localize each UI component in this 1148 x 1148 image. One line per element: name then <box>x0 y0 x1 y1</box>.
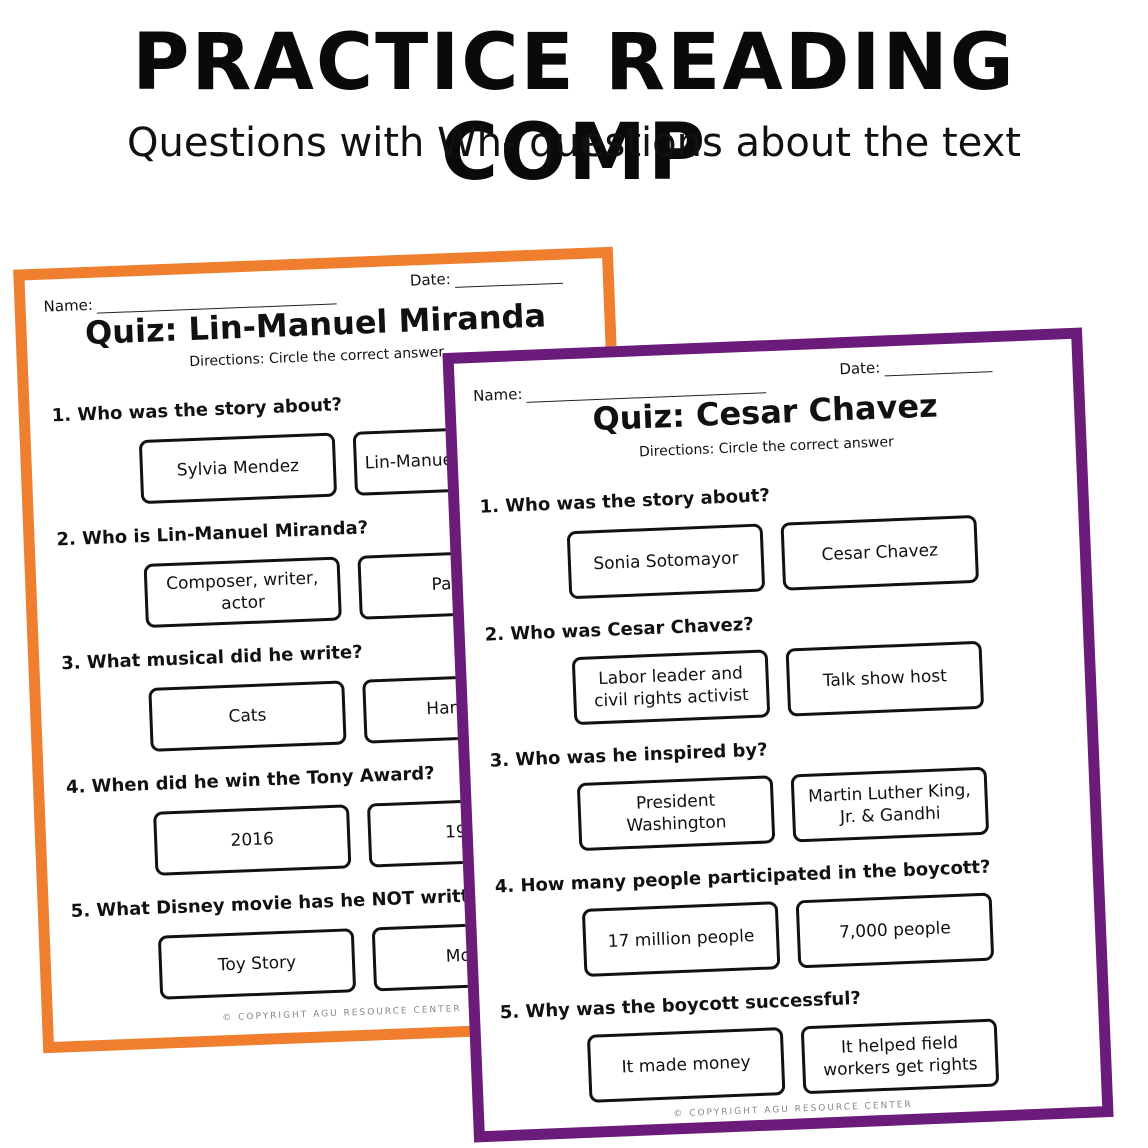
answer-option[interactable]: Sonia Sotomayor <box>566 523 766 600</box>
answer-option[interactable]: Cats <box>148 680 347 752</box>
question-1: 1. Who was the story about? <box>479 485 771 518</box>
date-field: Date: <box>409 266 564 290</box>
page-subheadline: Questions with Wh- questions about the t… <box>127 120 1021 166</box>
answer-option[interactable]: Martin Luther King, Jr. & Gandhi <box>790 766 990 843</box>
question-3: 3. Who was he inspired by? <box>489 739 769 772</box>
question-2: 2. Who is Lin-Manuel Miranda? <box>56 517 369 551</box>
question-1: 1. Who was the story about? <box>51 394 343 427</box>
answer-option[interactable]: 7,000 people <box>795 892 995 969</box>
answer-option[interactable]: Cesar Chavez <box>780 514 980 591</box>
answer-option[interactable]: President Washington <box>576 775 776 852</box>
date-label: Date: <box>409 270 452 290</box>
answer-option[interactable]: Labor leader and civil rights activist <box>571 649 771 726</box>
date-line <box>454 270 564 288</box>
quiz-sheet-cesar-chavez: Name: Date: Quiz: Cesar Chavez Direction… <box>442 327 1114 1143</box>
name-label: Name: <box>43 295 94 316</box>
answer-option[interactable]: 2016 <box>153 804 352 876</box>
question-4: 4. When did he win the Tony Award? <box>65 763 436 799</box>
answer-option[interactable]: Toy Story <box>157 928 357 1000</box>
answer-option[interactable]: It helped field workers get rights <box>800 1018 1000 1095</box>
answer-option[interactable]: Sylvia Mendez <box>138 432 338 505</box>
question-3: 3. What musical did he write? <box>60 641 363 675</box>
date-label: Date: <box>839 358 881 379</box>
answer-option[interactable]: Talk show host <box>785 640 985 717</box>
answer-option[interactable]: It made money <box>586 1027 786 1103</box>
date-field: Date: <box>839 354 993 378</box>
question-4: 4. How many people participated in the b… <box>494 856 991 898</box>
copyright-note: © COPYRIGHT AGU RESOURCE CENTER <box>673 1099 913 1120</box>
page-headline: PRACTICE READING COMP <box>132 18 1016 198</box>
date-line <box>884 359 993 377</box>
question-2: 2. Who was Cesar Chavez? <box>484 613 755 646</box>
question-5: 5. Why was the boycott successful? <box>499 987 862 1024</box>
question-5: 5. What Disney movie has he NOT written … <box>70 883 523 923</box>
answer-option[interactable]: 17 million people <box>581 901 781 977</box>
name-label: Name: <box>472 384 523 405</box>
answer-option[interactable]: Composer, writer, actor <box>143 556 342 628</box>
